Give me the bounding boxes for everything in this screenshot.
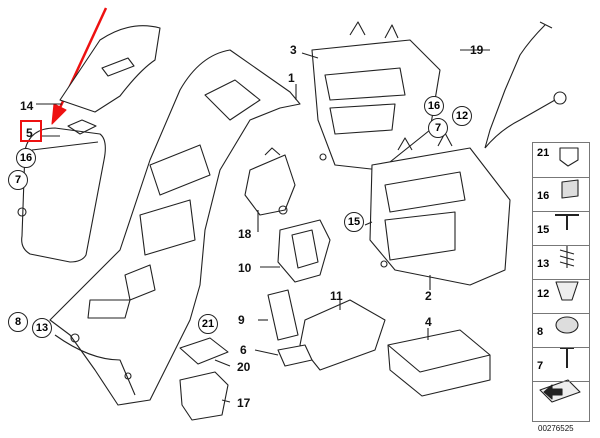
console-fastener [17, 207, 27, 217]
bracket-3-fastener [319, 153, 327, 161]
highlight-box [20, 120, 42, 142]
circle-label-16a: 16 [16, 148, 36, 168]
bracket-3-window-2 [329, 103, 396, 135]
label-19: 19 [470, 43, 484, 57]
label-2: 2 [425, 289, 432, 303]
part-9 [267, 289, 299, 341]
clip-6 [277, 344, 313, 367]
circle-label-16b: 16 [424, 96, 444, 116]
console-fastener-3 [124, 372, 132, 380]
leader-6 [254, 349, 279, 356]
red-arrow-head [51, 103, 67, 125]
bracket-2-window [384, 171, 466, 213]
bracket-2-fastener [380, 260, 388, 268]
leader-3 [301, 52, 319, 59]
legend-icons [539, 147, 581, 403]
cushion-hinge [67, 119, 97, 135]
armrest-lid-upper [59, 25, 161, 113]
console-slot-upper [149, 144, 211, 196]
lid-latch [101, 57, 135, 77]
label-4: 4 [425, 315, 432, 329]
legend-row-7: 7 [533, 347, 589, 382]
label-14: 14 [20, 99, 34, 113]
legend-row-5: 12 [533, 279, 589, 314]
circle-label-7b: 7 [428, 118, 448, 138]
cable-19-branch [484, 99, 556, 149]
label-9: 9 [238, 313, 245, 327]
bracket-3-tabs [349, 21, 399, 39]
console-fastener-2 [70, 333, 80, 343]
label-18: 18 [238, 227, 252, 241]
circle-label-12: 12 [452, 106, 472, 126]
legend-row-2: 16 [533, 177, 589, 212]
label-5: 5 [26, 126, 33, 140]
actuator-18-pin [278, 205, 288, 215]
legend-row-1: 21 [537, 147, 550, 159]
legend-row-3: 15 [533, 211, 589, 246]
console-base-edge [54, 334, 136, 396]
circle-label-7a: 7 [8, 170, 28, 190]
label-17: 17 [237, 396, 251, 410]
actuator-18 [244, 154, 296, 216]
leader-20 [214, 359, 231, 367]
fastener-legend: 21 16 15 13 12 8 7 [532, 142, 590, 422]
tray-4 [387, 329, 491, 373]
cable-19-connector [539, 21, 553, 29]
console-clip [124, 264, 156, 301]
cushion-edge [31, 141, 99, 151]
lock-10-inner [291, 229, 319, 269]
legend-row-6: 8 [533, 313, 589, 348]
circle-label-13: 13 [32, 318, 52, 338]
cup-17 [179, 371, 229, 421]
label-6: 6 [240, 343, 247, 357]
leader-17 [221, 399, 231, 403]
circle-label-15: 15 [344, 212, 364, 232]
cupholder-20 [179, 337, 229, 365]
console-top-opening [204, 79, 261, 121]
bracket-2 [369, 147, 511, 286]
leader-15 [364, 221, 373, 226]
label-3: 3 [290, 43, 297, 57]
label-20: 20 [237, 360, 251, 374]
console-body [49, 49, 301, 406]
label-10: 10 [238, 261, 252, 275]
tray-4-sides [387, 344, 491, 397]
cable-19-grommet [553, 91, 567, 105]
console-cupholder-recess [87, 299, 131, 319]
catalog-number: 00276525 [538, 424, 574, 433]
actuator-18-top [264, 147, 281, 156]
cable-19 [484, 24, 546, 149]
label-11: 11 [330, 289, 343, 303]
console-slot-mid [139, 199, 196, 256]
bracket-2-window-2 [384, 211, 456, 261]
lock-10 [277, 219, 331, 283]
circle-label-8: 8 [8, 312, 28, 332]
legend-row-4: 13 [533, 245, 589, 280]
label-1: 1 [288, 71, 295, 85]
circle-label-21: 21 [198, 314, 218, 334]
tray-11 [299, 299, 386, 371]
bracket-3-window [324, 67, 406, 101]
legend-row-8 [533, 381, 589, 422]
armrest-cushion [21, 127, 106, 263]
